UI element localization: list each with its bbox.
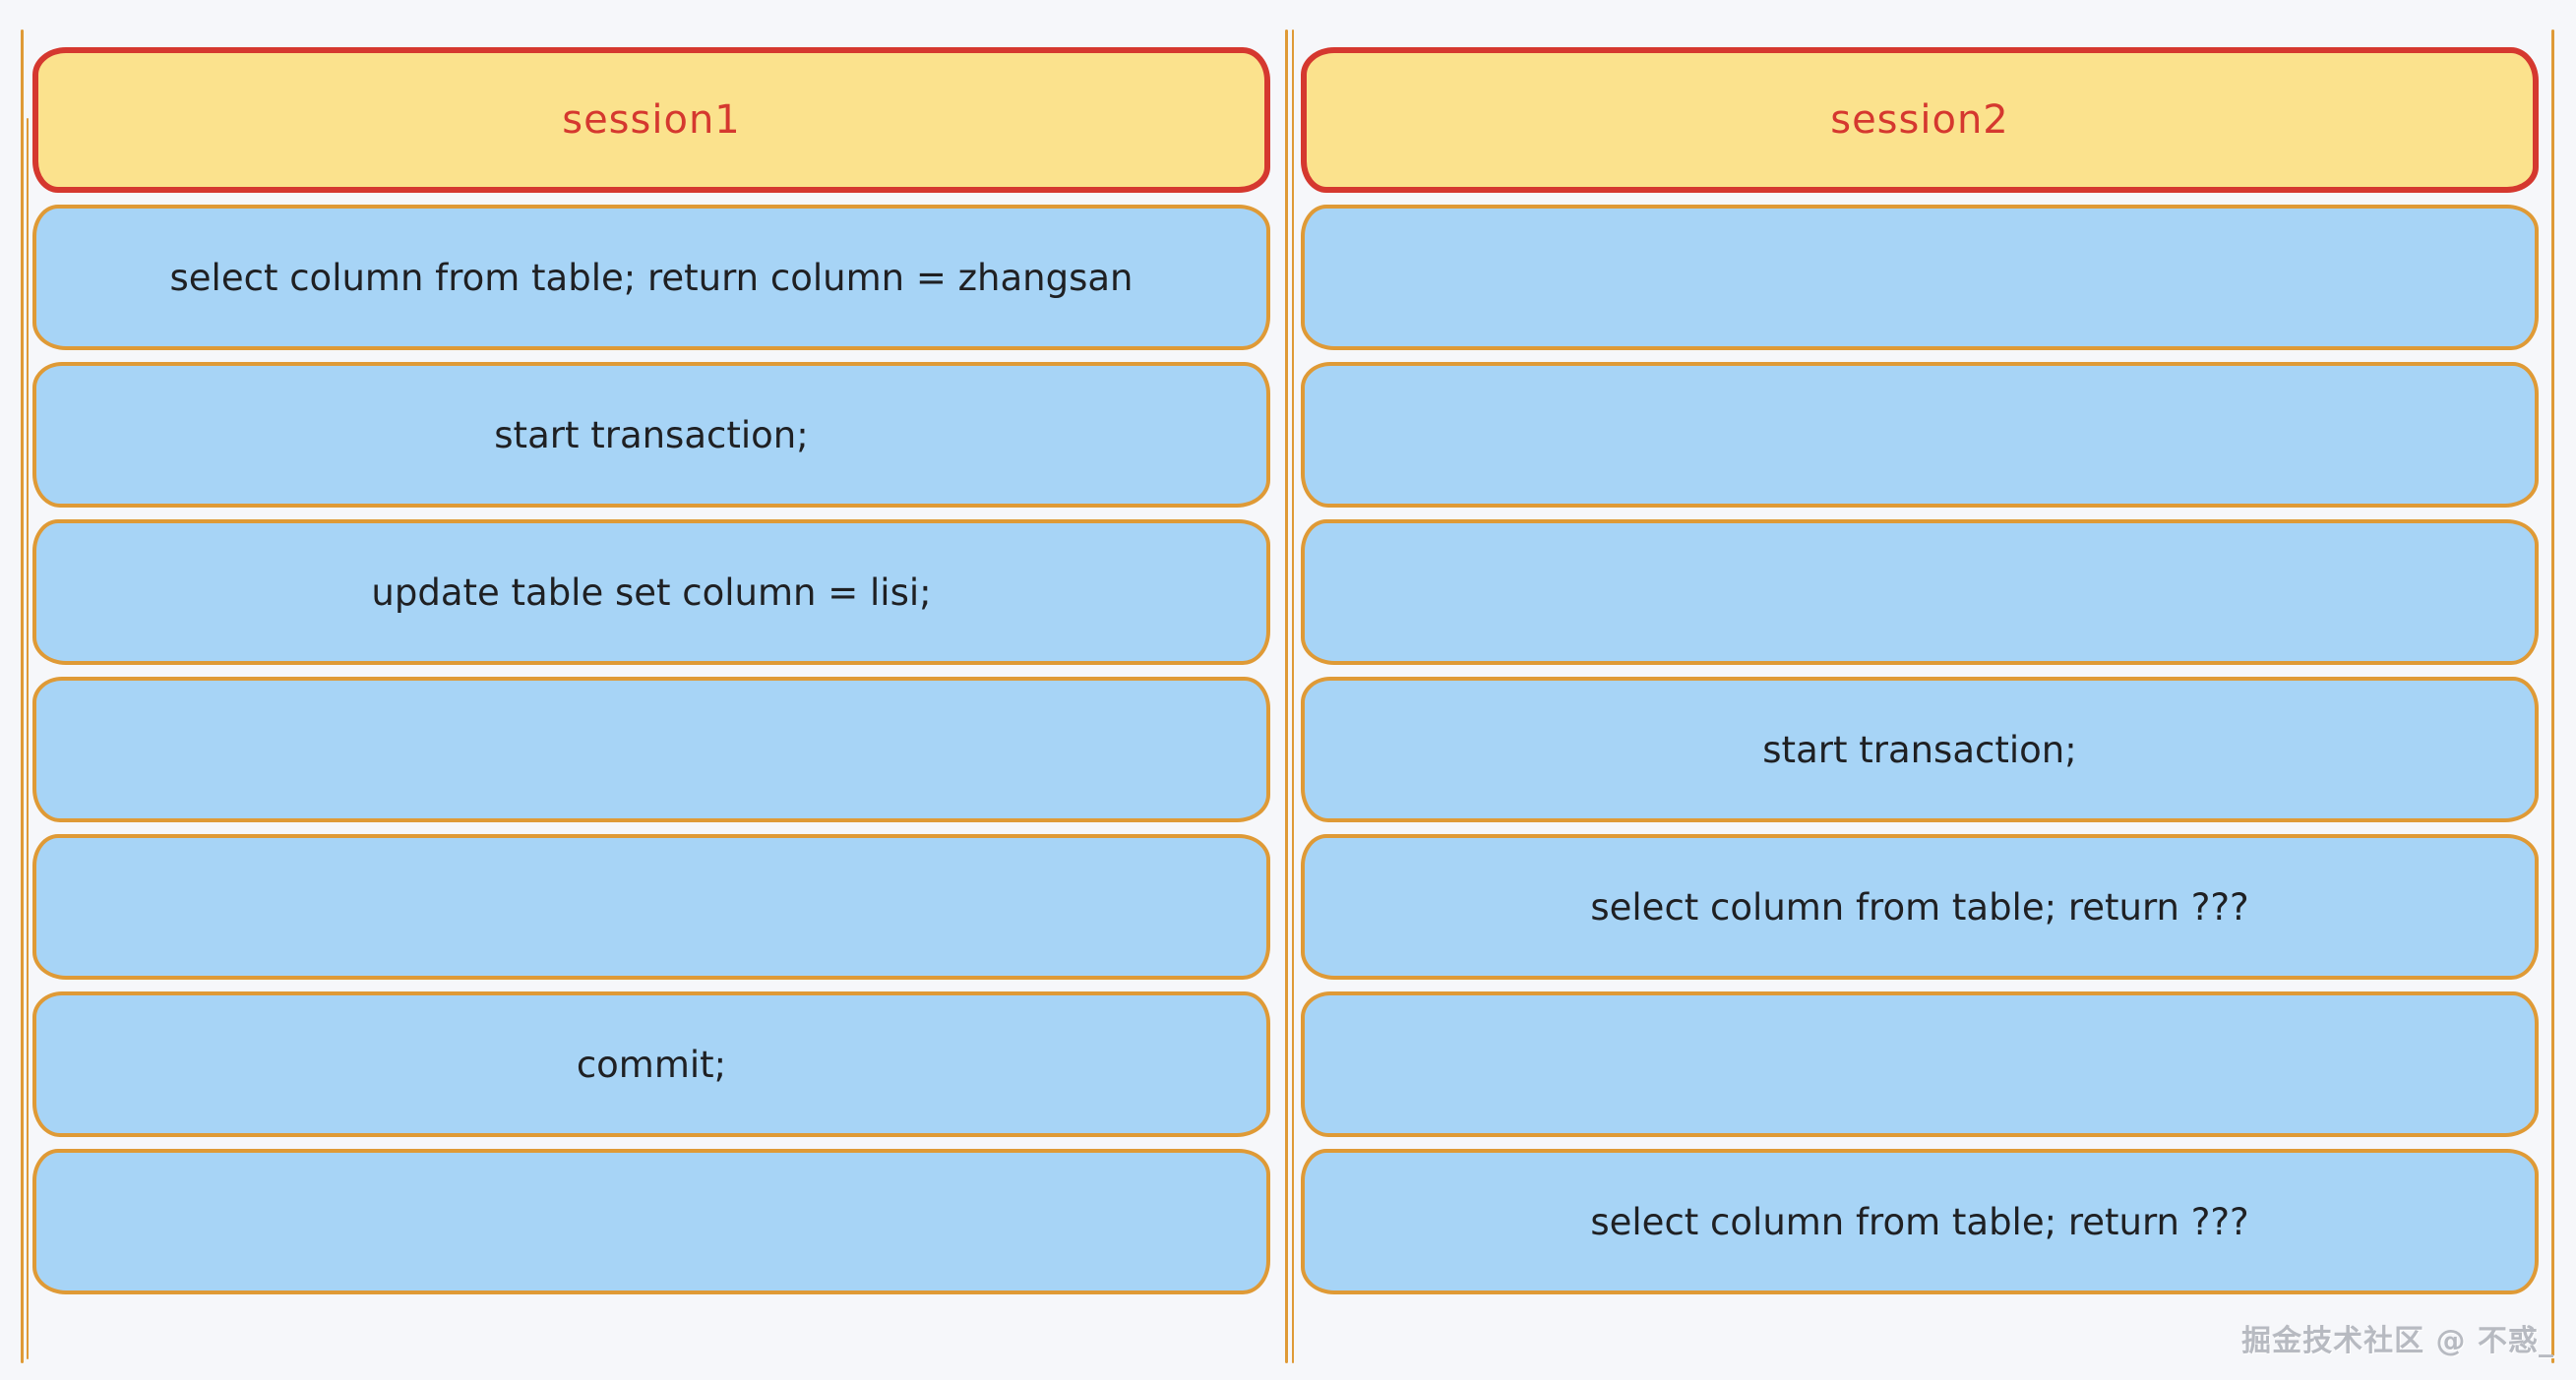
session1-header-box: session1 xyxy=(32,47,1270,193)
statement-text: select column from table; return ??? xyxy=(1590,1200,2249,1243)
statement-text: start transaction; xyxy=(1762,728,2077,771)
session2-title: session2 xyxy=(1830,97,2009,143)
session1-statement-box-4 xyxy=(32,677,1270,822)
session2-header-box: session2 xyxy=(1301,47,2539,193)
session2-statement-box-4: start transaction; xyxy=(1301,677,2539,822)
lane-border-middle-a xyxy=(1285,30,1288,1363)
session1-statement-box-2: start transaction; xyxy=(32,362,1270,508)
session1-title: session1 xyxy=(562,97,741,143)
statement-text: commit; xyxy=(576,1043,727,1086)
session2-statement-box-2 xyxy=(1301,362,2539,508)
lane-border-left-inner xyxy=(27,118,29,1359)
statement-text: select column from table; return column … xyxy=(169,256,1134,299)
session2-statement-box-6 xyxy=(1301,991,2539,1137)
session2-statement-box-5: select column from table; return ??? xyxy=(1301,834,2539,980)
session1-statement-box-3: update table set column = lisi; xyxy=(32,519,1270,665)
session1-statement-box-1: select column from table; return column … xyxy=(32,205,1270,350)
lane-border-middle-b xyxy=(1292,30,1294,1363)
lane-border-left xyxy=(21,30,24,1363)
lane-session2: session2 start transaction; select colum… xyxy=(1301,47,2539,1294)
statement-text: select column from table; return ??? xyxy=(1590,885,2249,929)
statement-text: start transaction; xyxy=(494,413,809,456)
session1-statement-box-7 xyxy=(32,1149,1270,1294)
lane-session1: session1 select column from table; retur… xyxy=(32,47,1270,1294)
session2-statement-box-1 xyxy=(1301,205,2539,350)
statement-text: update table set column = lisi; xyxy=(371,570,932,614)
session1-statement-box-6: commit; xyxy=(32,991,1270,1137)
session1-statement-box-5 xyxy=(32,834,1270,980)
session2-statement-box-3 xyxy=(1301,519,2539,665)
watermark: 掘金技术社区 @ 不惑_ xyxy=(2241,1324,2554,1358)
lane-border-right xyxy=(2551,30,2554,1363)
session2-statement-box-7: select column from table; return ??? xyxy=(1301,1149,2539,1294)
